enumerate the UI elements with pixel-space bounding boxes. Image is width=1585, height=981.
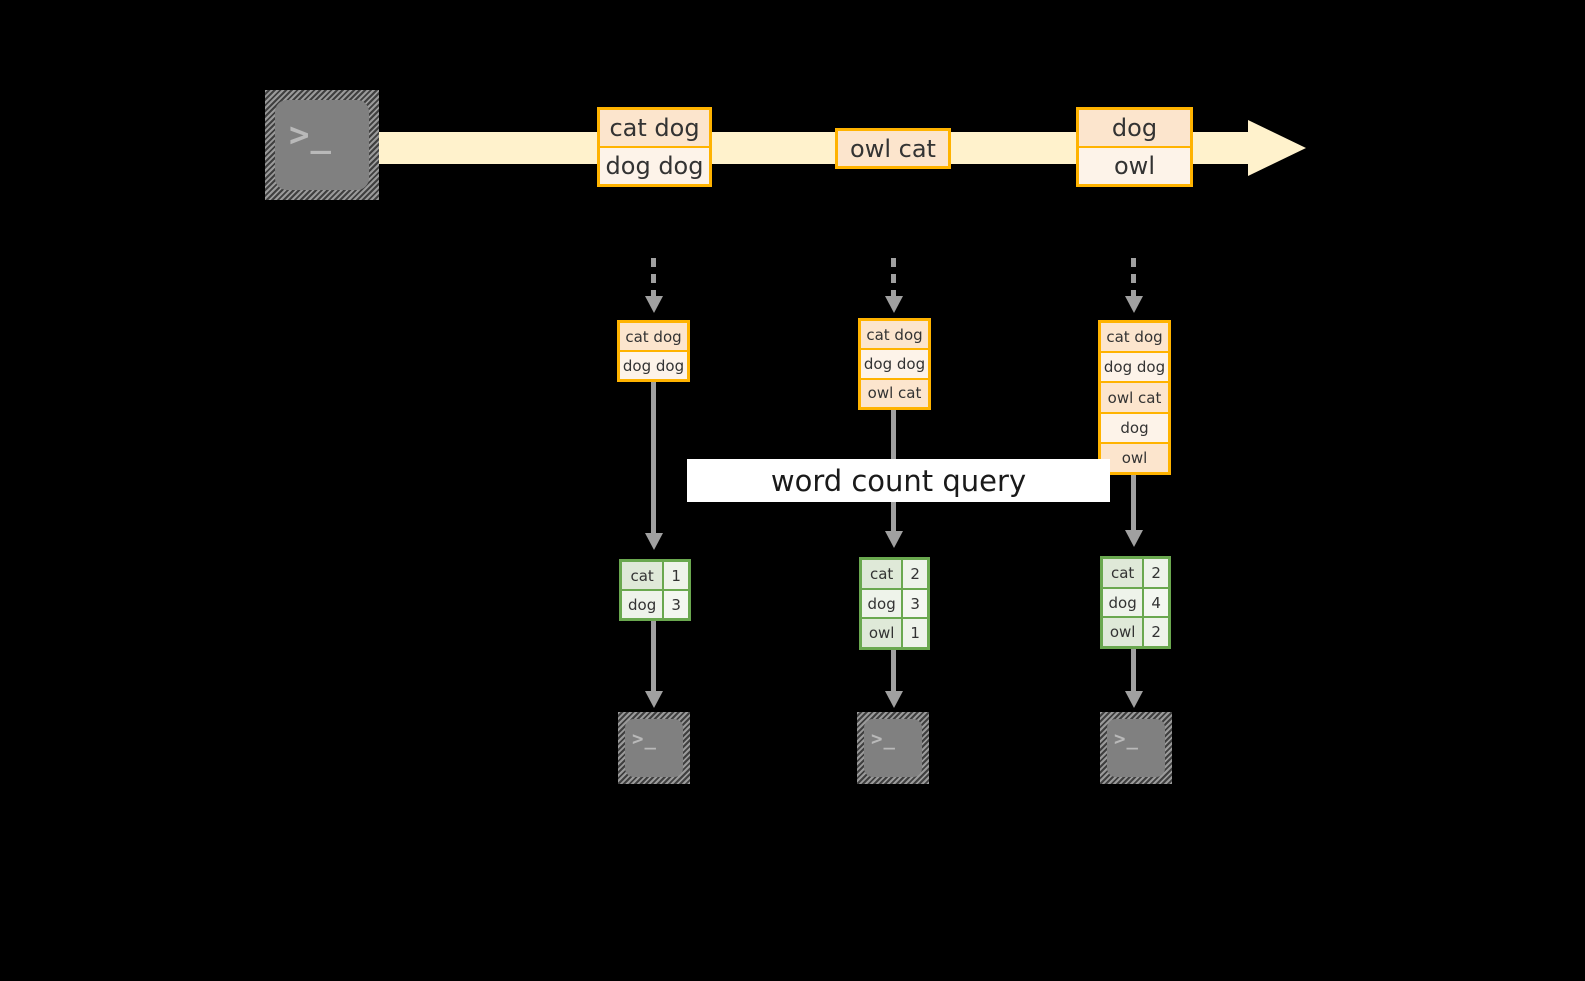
table-row: cat 2 [862,560,927,588]
trigger-3-result-word-1: cat [1103,559,1143,587]
table-row: dog 3 [622,589,688,618]
trigger-1-result-count-1: 1 [662,562,688,589]
trigger-2-sink-arrowhead [885,691,903,708]
trigger-2-accumulated-line-1: cat dog [861,321,928,349]
trigger-2-sink-terminal-icon[interactable]: >_ [857,712,929,784]
trigger-1-result-table[interactable]: cat 1 dog 3 [619,559,691,621]
terminal-screen [864,719,922,777]
stream-batch-1-line-1: cat dog [600,110,709,146]
stream-batch-2-line-1: owl cat [838,131,948,166]
trigger-3-sink-terminal-icon[interactable]: >_ [1100,712,1172,784]
table-row: owl 2 [1103,616,1168,647]
trigger-3-accumulated-box[interactable]: cat dog dog dog owl cat dog owl [1098,320,1171,475]
query-label: word count query [687,459,1110,502]
trigger-2-result-table[interactable]: cat 2 dog 3 owl 1 [859,557,930,650]
stream-batch-1[interactable]: cat dog dog dog [597,107,712,187]
trigger-2-query-arrowhead [885,531,903,548]
terminal-screen [275,100,369,190]
trigger-1-result-word-1: cat [622,562,663,589]
terminal-screen [1107,719,1165,777]
trigger-2-result-count-3: 1 [901,619,927,648]
trigger-3-ingest-line [1131,258,1136,300]
table-row: owl 1 [862,617,927,648]
terminal-screen [625,719,683,777]
trigger-3-accumulated-line-5: owl [1101,441,1168,473]
trigger-1-result-word-2: dog [622,591,663,618]
table-row: dog 3 [862,587,927,618]
trigger-1-sink-line [651,621,656,695]
trigger-2-result-count-2: 3 [901,589,927,618]
trigger-3-result-count-2: 4 [1142,588,1168,617]
stream-arrowhead [1248,120,1306,176]
table-row: cat 1 [622,562,688,589]
trigger-3-query-line [1131,475,1136,535]
trigger-3-sink-line [1131,649,1136,695]
trigger-1-accumulated-box[interactable]: cat dog dog dog [617,320,690,382]
trigger-2-result-count-1: 2 [901,560,927,588]
trigger-2-ingest-line [891,258,896,300]
trigger-2-result-word-3: owl [862,619,902,648]
stream-batch-2[interactable]: owl cat [835,128,951,169]
trigger-2-accumulated-box[interactable]: cat dog dog dog owl cat [858,318,931,410]
trigger-2-accumulated-line-2: dog dog [861,348,928,378]
trigger-2-sink-line [891,650,896,695]
stream-batch-3-line-1: dog [1079,110,1190,146]
trigger-1-accumulated-line-1: cat dog [620,323,687,350]
query-label-text: word count query [770,463,1027,498]
trigger-1-sink-terminal-icon[interactable]: >_ [618,712,690,784]
trigger-3-result-word-2: dog [1103,588,1143,617]
trigger-3-query-arrowhead [1125,530,1143,547]
trigger-3-ingest-arrowhead [1125,296,1143,313]
trigger-3-result-word-3: owl [1103,618,1143,647]
trigger-1-query-line [651,382,656,537]
stream-batch-3-line-2: owl [1079,146,1190,184]
trigger-2-result-word-2: dog [862,589,902,618]
trigger-2-ingest-arrowhead [885,296,903,313]
stream-batch-1-line-2: dog dog [600,146,709,184]
trigger-3-result-count-1: 2 [1142,559,1168,587]
terminal-prompt-glyph: >_ [1114,728,1139,750]
table-row: cat 2 [1103,559,1168,587]
stream-batch-3[interactable]: dog owl [1076,107,1193,187]
trigger-2-accumulated-line-3: owl cat [861,377,928,407]
trigger-3-sink-arrowhead [1125,691,1143,708]
terminal-prompt-glyph: >_ [632,728,657,750]
trigger-1-accumulated-line-2: dog dog [620,350,687,379]
trigger-3-result-count-3: 2 [1142,618,1168,647]
trigger-1-ingest-arrowhead [645,296,663,313]
trigger-3-accumulated-line-1: cat dog [1101,323,1168,352]
trigger-3-accumulated-line-3: owl cat [1101,381,1168,412]
trigger-1-result-count-2: 3 [662,591,688,618]
trigger-3-result-table[interactable]: cat 2 dog 4 owl 2 [1100,556,1171,649]
trigger-3-accumulated-line-2: dog dog [1101,351,1168,382]
source-terminal-icon[interactable]: >_ [265,90,379,200]
trigger-1-ingest-line [651,258,656,300]
terminal-prompt-glyph: >_ [871,728,896,750]
trigger-1-query-arrowhead [645,533,663,550]
trigger-3-accumulated-line-4: dog [1101,411,1168,442]
trigger-1-sink-arrowhead [645,691,663,708]
table-row: dog 4 [1103,586,1168,617]
terminal-prompt-glyph: >_ [289,115,332,155]
trigger-2-result-word-1: cat [862,560,902,588]
